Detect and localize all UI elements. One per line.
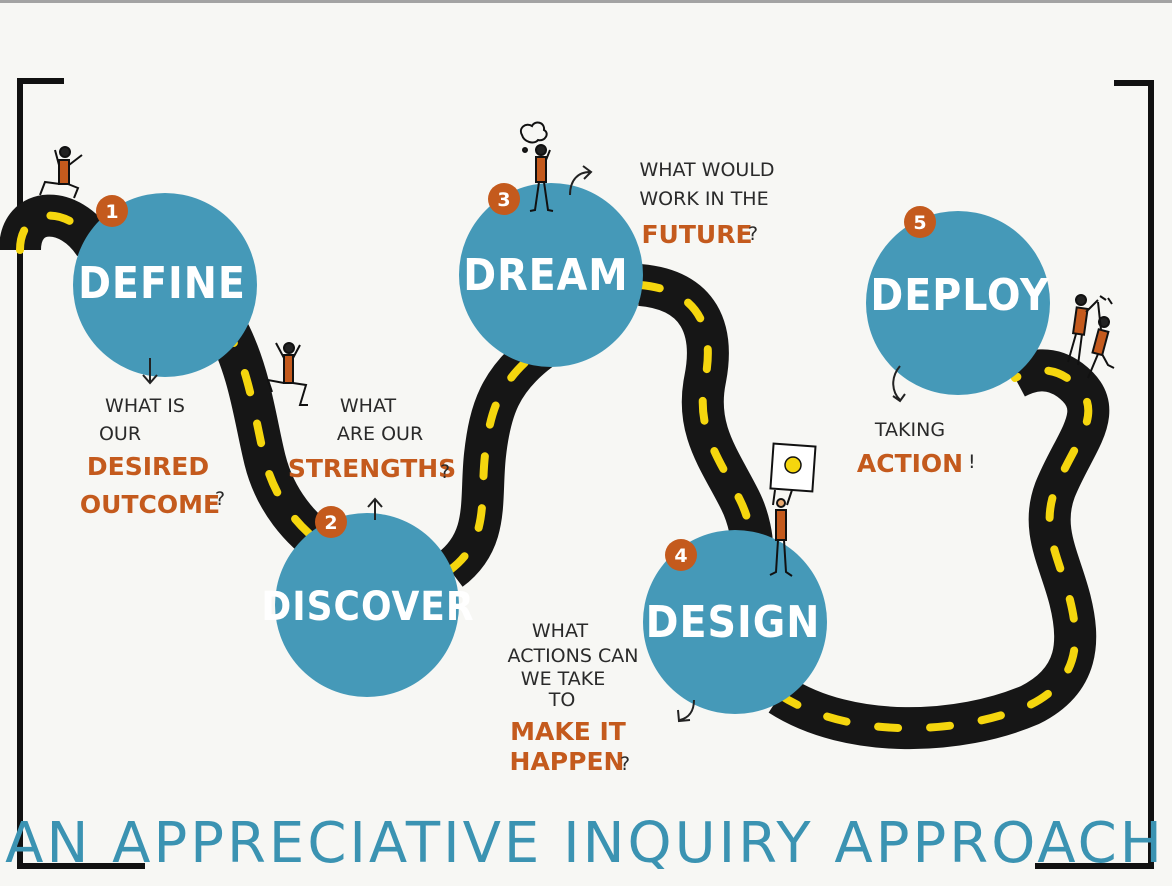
left-bracket [17, 78, 145, 869]
winding-road [0, 194, 1110, 750]
arrow-curve-icon [892, 365, 906, 403]
thinker-figure-icon [520, 121, 554, 212]
badge-2 [315, 506, 347, 538]
stage-label: DEFINE [78, 258, 246, 309]
question-accent: HAPPEN [510, 747, 625, 776]
stage-define: 1 DEFINE WHAT IS OUR DESIRED OUTCOME ? [73, 193, 257, 519]
stage-deploy: 5 DEPLOY TAKING ACTION ! [857, 206, 1050, 478]
arrow-up-icon [367, 497, 383, 520]
question-accent: MAKE IT [510, 717, 626, 746]
badge-number: 2 [324, 512, 337, 534]
arrow-down-icon [142, 358, 158, 385]
question-mark: ? [215, 488, 225, 510]
question-accent: FUTURE [641, 220, 752, 249]
stage-label: DEPLOY [870, 270, 1050, 321]
exclamation-mark: ! [968, 451, 976, 473]
stage-design: 4 DESIGN WHAT ACTIONS CAN WE TAKE TO MAK… [508, 530, 827, 776]
question-text: ARE OUR [337, 423, 423, 445]
stage-label: DISCOVER [261, 584, 474, 630]
arrow-curve-icon [677, 699, 695, 723]
question-mark: ? [748, 223, 758, 245]
question-text: WHAT [532, 620, 589, 642]
stage-label: DESIGN [646, 597, 821, 648]
person-with-lightbulb-sign-icon [769, 442, 817, 577]
question-text: WHAT WOULD [639, 159, 774, 181]
question-text: WHAT IS [105, 395, 185, 417]
question-accent: OUTCOME [80, 490, 220, 519]
jumper-figure-icon [266, 342, 308, 406]
badge-number: 4 [674, 545, 687, 567]
question-text: TAKING [874, 419, 945, 441]
diagram-title: AN APPRECIATIVE INQUIRY APPROACH [5, 811, 1165, 876]
badge-4 [665, 539, 697, 571]
question-accent: DESIRED [87, 452, 209, 481]
define-circle [73, 193, 257, 377]
road-center-dashes [16, 211, 1093, 733]
deploy-circle [866, 211, 1050, 395]
stage-discover: 2 DISCOVER WHAT ARE OUR STRENGTHS ? [261, 395, 474, 697]
right-bracket [1035, 80, 1154, 869]
top-border [0, 0, 1172, 3]
high-five-figures-icon [1067, 294, 1115, 379]
question-accent: STRENGTHS [288, 454, 456, 483]
badge-number: 3 [497, 189, 510, 211]
question-text: WE TAKE [521, 668, 605, 690]
arrow-curve-icon [569, 165, 593, 196]
question-mark: ? [620, 753, 630, 775]
question-text: OUR [99, 423, 141, 445]
frame-brackets [17, 78, 1154, 869]
question-text: TO [548, 689, 576, 711]
question-text: WHAT [340, 395, 397, 417]
dream-circle [459, 183, 643, 367]
badge-number: 1 [105, 201, 118, 223]
stage-label: DREAM [463, 250, 628, 301]
question-text: ACTIONS CAN [508, 645, 639, 667]
runner-figure-icon [39, 146, 83, 199]
question-mark: ? [440, 461, 450, 483]
badge-number: 5 [913, 212, 926, 234]
stage-dream: 3 DREAM WHAT WOULD WORK IN THE FUTURE ? [459, 159, 775, 367]
badge-5 [904, 206, 936, 238]
design-circle [643, 530, 827, 714]
badge-1 [96, 195, 128, 227]
question-text: WORK IN THE [639, 188, 768, 210]
badge-3 [488, 183, 520, 215]
discover-circle [275, 513, 459, 697]
question-accent: ACTION [857, 449, 963, 478]
